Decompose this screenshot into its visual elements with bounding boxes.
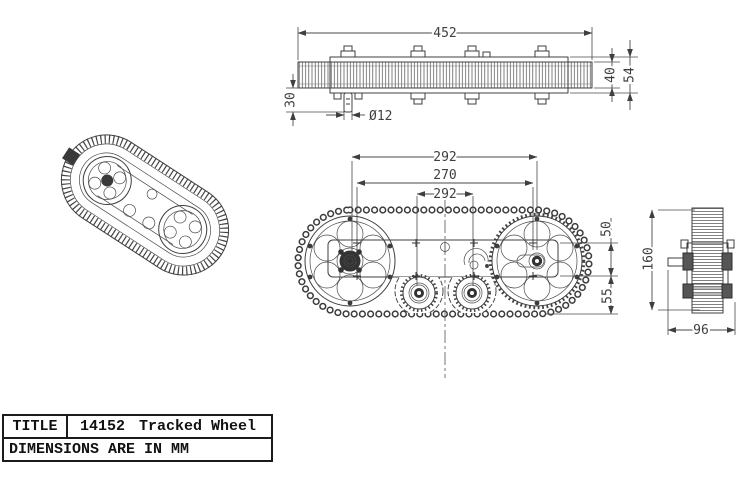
iso-right-wheel [158, 205, 208, 255]
front-right-hub [516, 252, 546, 270]
dim-side-height: 160 [642, 247, 657, 270]
dim-top-axle-drop: 30 [284, 92, 299, 108]
title-block-row-title: TITLE 14152 Tracked Wheel [4, 416, 271, 439]
dim-front-inner-span: 292 [433, 187, 456, 202]
front-left-wheel [304, 215, 396, 307]
title-label: TITLE [4, 416, 68, 437]
title-value: 14152 Tracked Wheel [68, 416, 271, 437]
dim-front-outer-span: 292 [433, 150, 456, 165]
dim-front-mid-span: 270 [433, 168, 456, 183]
dim-top-axle-diameter: Ø12 [369, 109, 392, 124]
top-bolts-upper [340, 45, 550, 58]
dim-top-total-height: 54 [623, 67, 638, 83]
dim-front-upper-height: 50 [600, 221, 615, 237]
isometric-view [60, 134, 230, 276]
front-right-wheel-rivets [494, 216, 580, 306]
side-axle [667, 257, 686, 267]
front-view: 292 270 292 50 55 [294, 148, 618, 378]
top-plate [329, 56, 569, 94]
dim-top-length: 452 [433, 26, 456, 41]
title-block: TITLE 14152 Tracked Wheel DIMENSIONS ARE… [2, 414, 273, 462]
dim-front-lower-height: 55 [601, 288, 616, 304]
front-left-wheel-rivets [307, 216, 393, 306]
side-nuts [682, 252, 733, 299]
iso-axle [62, 147, 81, 166]
dimensions-note: DIMENSIONS ARE IN MM [9, 441, 190, 458]
dim-top-band-height: 40 [604, 67, 619, 83]
front-center-details [440, 241, 489, 270]
top-view: 452 40 54 30 Ø12 [282, 24, 640, 126]
front-idler-sprockets [400, 274, 491, 312]
top-track-band [297, 61, 593, 89]
part-name: Tracked Wheel [139, 418, 257, 435]
side-view: 160 96 [640, 207, 736, 340]
top-bolts-lower [333, 92, 550, 105]
iso-left-wheel [82, 155, 132, 205]
top-axle [343, 92, 353, 113]
front-plate [327, 239, 559, 278]
part-number: 14152 [80, 418, 126, 435]
side-wheel-tread [691, 207, 724, 314]
dim-side-width: 96 [693, 323, 709, 338]
iso-tread-ticks [60, 134, 230, 276]
front-left-hub [336, 247, 364, 275]
